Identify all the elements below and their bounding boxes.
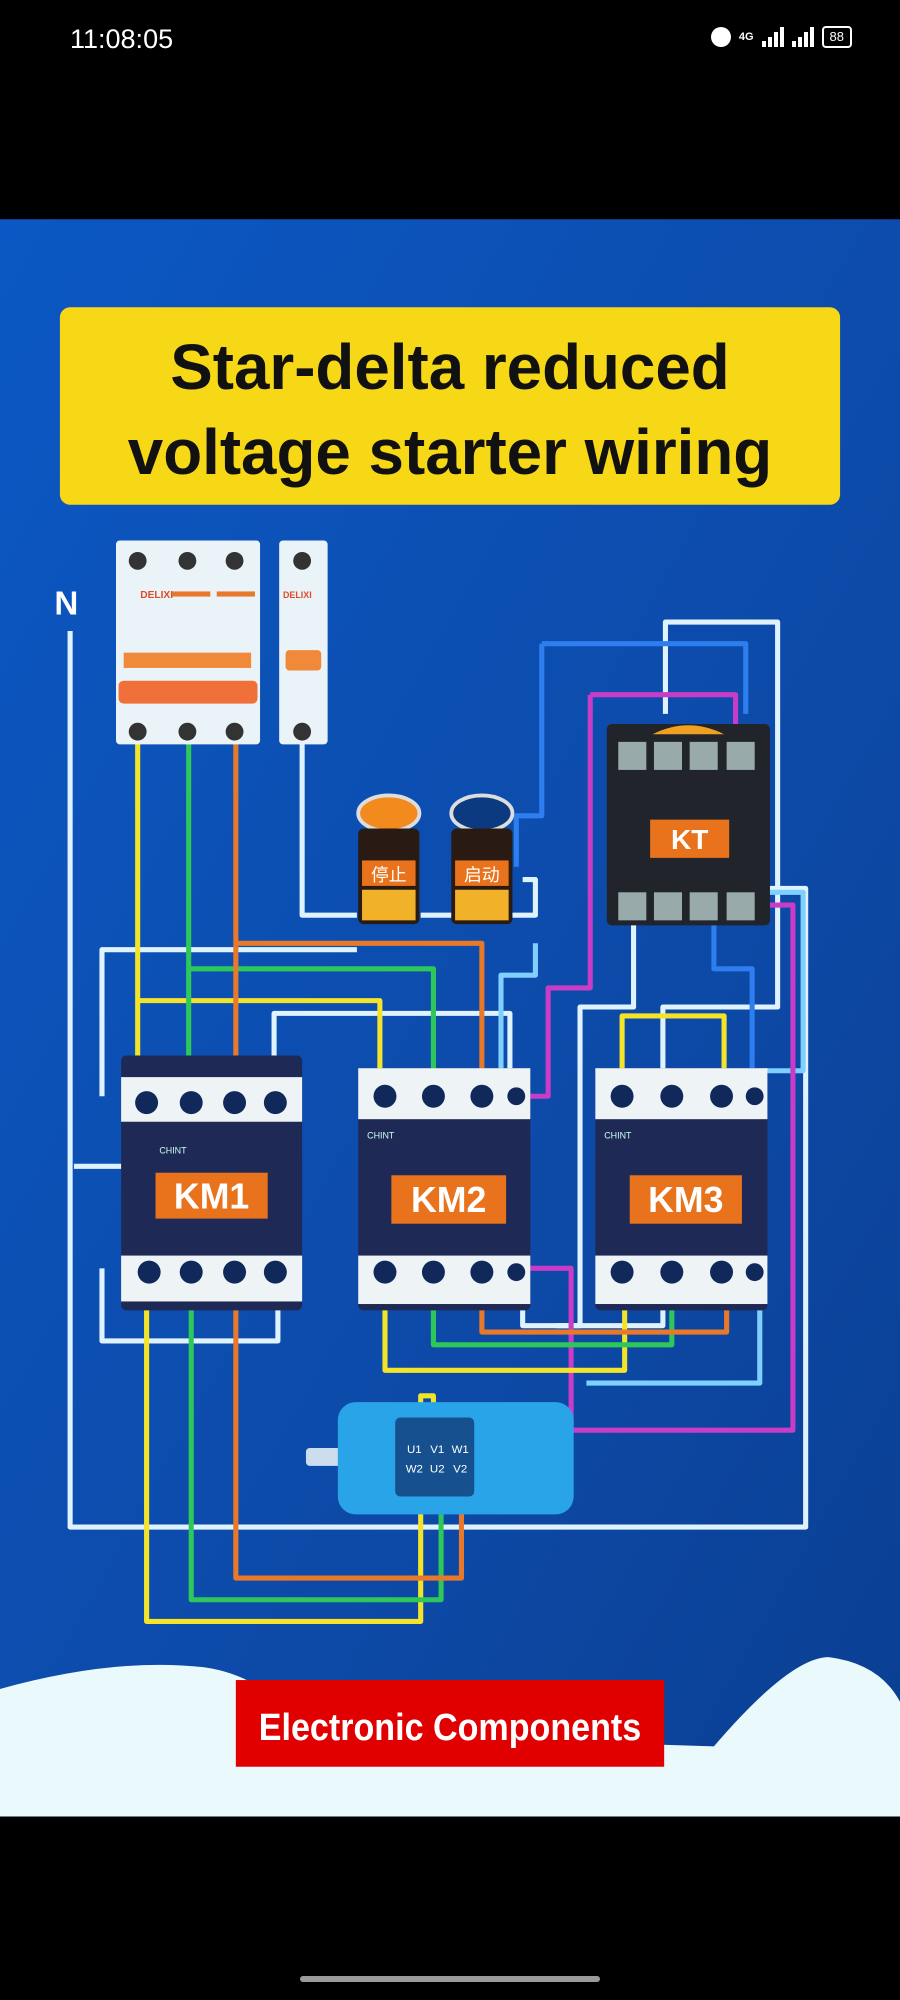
start-label: 启动 [464, 865, 500, 886]
title-box: Star-delta reduced voltage starter wirin… [59, 307, 841, 505]
wire-blue [541, 641, 749, 714]
status-icons: 4G 88 [710, 26, 852, 48]
terminal-label: W2 [406, 1463, 423, 1475]
terminal-label: W1 [452, 1444, 469, 1456]
status-time: 11:08:05 [70, 24, 174, 54]
breaker-brand: DELIXI [140, 590, 173, 601]
wire-magenta [525, 902, 796, 1433]
circuit-breaker-1p: DELIXI [279, 540, 328, 745]
wire-green [188, 1268, 444, 1603]
contactor-km1: CHINT KM1 [121, 1055, 303, 1311]
wire-orange [233, 1268, 465, 1581]
title-line-1: Star-delta reduced [170, 331, 729, 403]
contactor-brand: CHINT [367, 1130, 395, 1140]
timer-relay-kt: KT [606, 724, 770, 926]
contactor-brand: CHINT [604, 1130, 632, 1140]
terminal-label: U2 [430, 1463, 445, 1475]
contactor-brand: CHINT [159, 1146, 187, 1156]
circuit-breaker-3p: DELIXI [116, 540, 261, 745]
start-button: 启动 [449, 793, 515, 925]
contactor-km2: CHINT KM2 [358, 1068, 531, 1311]
status-bar: 11:08:05 4G 88 [0, 0, 900, 80]
banner-text: Electronic Components [259, 1706, 641, 1749]
terminal-label: U1 [407, 1444, 422, 1456]
signal-icon [791, 27, 814, 47]
wire-magenta [529, 694, 593, 1099]
wire-orange [235, 940, 485, 1090]
network-type: 4G [738, 31, 754, 43]
contactor-km3: CHINT KM3 [595, 1068, 768, 1311]
wire-blue [513, 643, 545, 867]
wire-white [299, 732, 357, 918]
alarm-icon [710, 27, 731, 47]
wire-yellow [137, 998, 383, 1090]
stop-button: 停止 [356, 793, 422, 925]
signal-icon [761, 27, 784, 47]
wire-white [99, 947, 357, 1097]
home-indicator[interactable] [300, 1976, 600, 1982]
stop-label: 停止 [371, 865, 407, 886]
km1-label: KM1 [174, 1176, 249, 1216]
bottom-wave [0, 1657, 900, 1817]
battery-icon: 88 [821, 26, 852, 48]
terminal-label: V2 [453, 1463, 467, 1475]
wire-green [188, 966, 436, 1090]
wire-yellow [382, 1272, 628, 1373]
title-line-2: voltage starter wiring [128, 416, 772, 488]
wire-yellow [619, 1013, 727, 1097]
kt-label: KT [671, 824, 708, 855]
breaker-brand: DELIXI [283, 590, 312, 600]
wire-white [271, 1010, 513, 1097]
motor: U1 V1 W1 W2 U2 V2 [305, 1402, 574, 1515]
wire-white [520, 619, 781, 1329]
channel-banner: Electronic Components [235, 1680, 665, 1767]
wire-lightblue [752, 889, 806, 1074]
km2-label: KM2 [411, 1180, 486, 1220]
wire-lightblue [498, 943, 538, 1097]
neutral-label: N [54, 585, 78, 622]
wire-blue [711, 917, 755, 1071]
terminal-label: V1 [430, 1444, 444, 1456]
km3-label: KM3 [648, 1180, 723, 1220]
